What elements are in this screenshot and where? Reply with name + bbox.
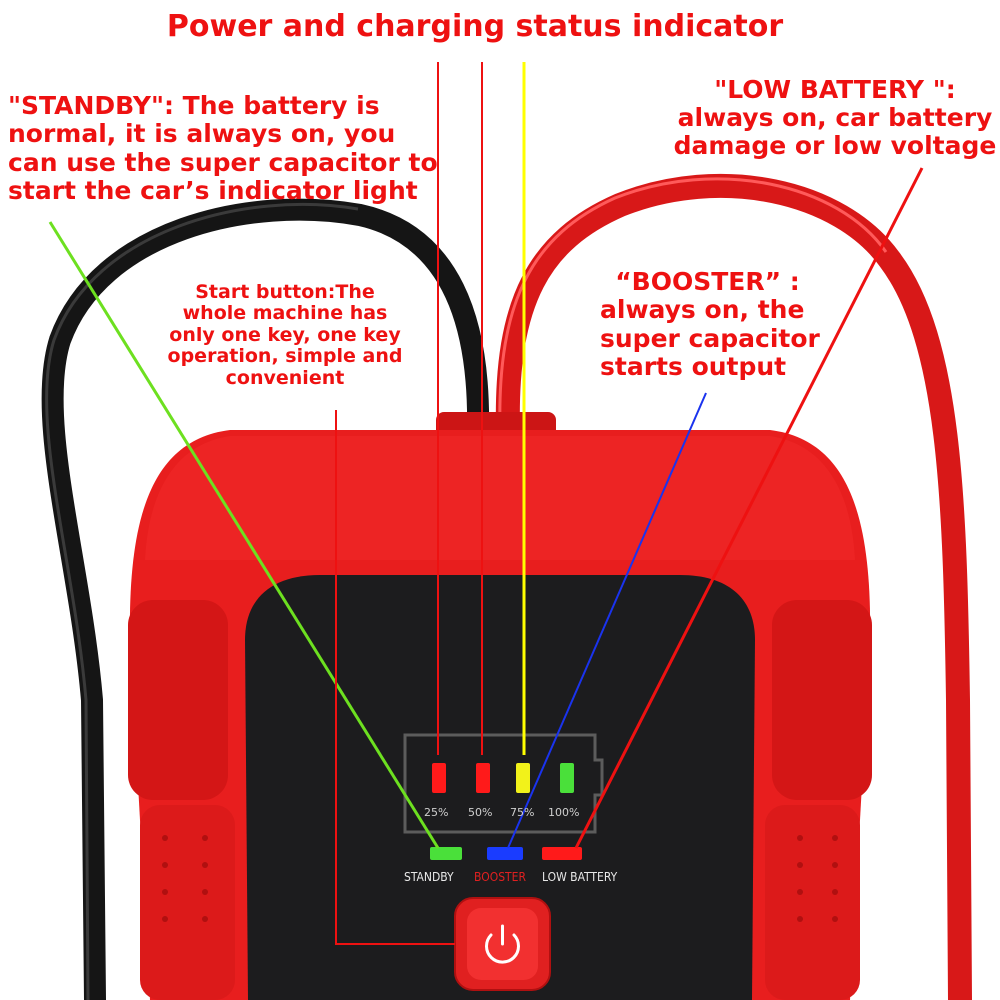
main-title: Power and charging status indicator [166, 9, 784, 44]
led-low-battery [542, 847, 582, 860]
callout-line-low-battery [574, 167, 924, 849]
status-label-low-battery: LOW BATTERY [542, 870, 618, 884]
callout-line-start [335, 410, 455, 945]
led-50 [476, 763, 490, 793]
black-cable-highlight [45, 202, 359, 1000]
standby-line-2: normal, it is always on, you [8, 119, 396, 149]
callout-line-booster [507, 392, 707, 849]
booster-line-4: starts output [600, 351, 787, 381]
led-25 [432, 763, 446, 793]
right-lower-bumper [765, 805, 860, 1000]
standby-line-4: start the car’s indicator light [8, 175, 418, 205]
power-button[interactable] [455, 898, 550, 990]
standby-annotation: "STANDBY": The battery is normal, it is … [8, 91, 438, 205]
left-lower-bumper [140, 805, 235, 1000]
device-top-ridge [145, 436, 855, 560]
red-cable-highlight [498, 177, 888, 431]
led-100 [560, 763, 574, 793]
start-line-5: convenient [225, 366, 345, 389]
status-label-booster: BOOSTER [474, 870, 526, 884]
low-line-3: damage or low voltage [673, 131, 997, 160]
level-label-75: 75% [510, 806, 535, 819]
booster-line-1: “BOOSTER” : [615, 267, 800, 296]
led-75 [516, 763, 530, 793]
power-icon [485, 924, 520, 964]
black-cable [41, 198, 490, 1000]
status-label-standby: STANDBY [404, 870, 454, 884]
control-panel [245, 575, 755, 1000]
grip-dots [162, 835, 838, 922]
start-line-1: Start button:The [195, 281, 375, 303]
left-bumper [128, 600, 228, 800]
start-button-annotation: Start button:The whole machine has only … [150, 281, 420, 389]
level-label-50: 50% [468, 806, 493, 819]
booster-line-2: always on, the [600, 295, 805, 325]
low-line-1: "LOW BATTERY ": [714, 75, 956, 104]
led-standby [430, 847, 462, 860]
booster-line-3: super capacitor [600, 323, 820, 353]
red-cable [495, 173, 972, 1000]
standby-line-3: can use the super capacitor to [8, 147, 438, 177]
level-label-100: 100% [548, 806, 580, 819]
booster-annotation: “BOOSTER” : always on, the super capacit… [600, 267, 850, 381]
start-line-3: only one key, one key [169, 323, 401, 346]
callout-line-standby [48, 221, 440, 849]
start-line-2: whole machine has [182, 302, 388, 325]
right-bumper [772, 600, 872, 800]
led-booster [487, 847, 523, 860]
start-line-4: operation, simple and [167, 345, 403, 368]
low-line-2: always on, car battery [677, 103, 993, 132]
low-battery-annotation: "LOW BATTERY ": always on, car battery d… [670, 76, 1000, 160]
level-label-25: 25% [424, 806, 449, 819]
standby-line-1: "STANDBY": The battery is [8, 91, 380, 120]
